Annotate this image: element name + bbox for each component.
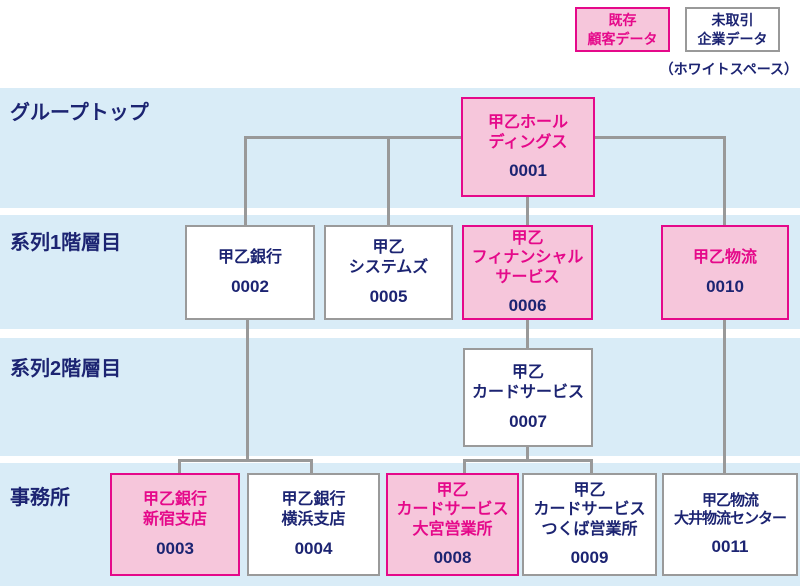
row-label-tier1: 系列1階層目 bbox=[10, 232, 122, 254]
org-node-name: 甲乙銀行 bbox=[217, 249, 282, 267]
org-node-name: 甲乙銀行 新宿支店 bbox=[142, 491, 207, 528]
org-node-0008-omiya-office: 甲乙 カードサービス 大宮営業所 0008 bbox=[386, 473, 519, 576]
connector-line bbox=[723, 320, 726, 473]
org-node-name: 甲乙 カードサービス 大宮営業所 bbox=[396, 481, 509, 538]
org-node-name: 甲乙 フィナンシャル サービス bbox=[471, 229, 584, 286]
org-node-name: 甲乙ホール ディングス bbox=[487, 113, 568, 151]
org-node-name: 甲乙 システムズ bbox=[348, 239, 429, 276]
org-node-0004-yokohama-branch: 甲乙銀行 横浜支店 0004 bbox=[247, 473, 380, 576]
org-node-code: 0007 bbox=[509, 411, 547, 431]
connector-line bbox=[246, 320, 249, 461]
org-node-0005-systems: 甲乙 システムズ 0005 bbox=[324, 225, 453, 320]
connector-line bbox=[526, 197, 529, 225]
connector-line bbox=[244, 136, 461, 139]
org-node-0002-bank: 甲乙銀行 0002 bbox=[185, 225, 315, 320]
org-node-0009-tsukuba-office: 甲乙 カードサービス つくば営業所 0009 bbox=[522, 473, 657, 576]
legend-untraded-company-box: 未取引 企業データ bbox=[685, 7, 780, 52]
org-node-0006-financial-services: 甲乙 フィナンシャル サービス 0006 bbox=[462, 225, 593, 320]
org-node-name: 甲乙物流 bbox=[692, 249, 757, 267]
connector-line bbox=[590, 459, 593, 473]
connector-line bbox=[526, 320, 529, 348]
org-node-0001-holdings: 甲乙ホール ディングス 0001 bbox=[461, 97, 595, 197]
org-node-name: 甲乙物流 大井物流センター bbox=[673, 491, 787, 527]
legend-existing-customer-box: 既存 顧客データ bbox=[575, 7, 670, 52]
org-node-code: 0009 bbox=[570, 548, 609, 568]
band-group-top bbox=[0, 88, 800, 208]
connector-line bbox=[463, 459, 593, 462]
connector-line bbox=[244, 136, 247, 225]
connector-line bbox=[463, 459, 466, 473]
org-node-code: 0008 bbox=[433, 548, 472, 568]
connector-line bbox=[526, 447, 529, 462]
org-node-0003-shinjuku-branch: 甲乙銀行 新宿支店 0003 bbox=[110, 473, 240, 576]
org-node-name: 甲乙銀行 横浜支店 bbox=[281, 491, 346, 528]
row-label-offices: 事務所 bbox=[10, 487, 70, 509]
org-node-name: 甲乙 カードサービス bbox=[471, 364, 584, 401]
row-label-tier2: 系列2階層目 bbox=[10, 358, 122, 380]
band-tier2 bbox=[0, 338, 800, 456]
org-node-0010-logistics: 甲乙物流 0010 bbox=[661, 225, 789, 320]
org-node-code: 0004 bbox=[294, 538, 333, 558]
org-node-code: 0005 bbox=[369, 286, 408, 306]
org-node-0007-card-services: 甲乙 カードサービス 0007 bbox=[463, 348, 593, 447]
connector-line bbox=[178, 459, 313, 462]
org-node-code: 0010 bbox=[706, 276, 744, 296]
org-node-0011-oi-logistics-center: 甲乙物流 大井物流センター 0011 bbox=[662, 473, 798, 576]
connector-line bbox=[178, 459, 181, 473]
org-node-name: 甲乙 カードサービス つくば営業所 bbox=[533, 481, 646, 538]
connector-line bbox=[723, 136, 726, 225]
connector-line bbox=[595, 136, 726, 139]
legend-whitespace-caption: （ホワイトスペース） bbox=[659, 61, 798, 77]
legend-existing-customer-label: 既存 顧客データ bbox=[587, 11, 658, 47]
connector-line bbox=[387, 136, 390, 225]
legend-untraded-company-label: 未取引 企業データ bbox=[697, 11, 768, 47]
org-node-code: 0001 bbox=[509, 161, 547, 181]
org-node-code: 0006 bbox=[508, 296, 547, 316]
org-node-code: 0003 bbox=[156, 538, 194, 558]
connector-line bbox=[310, 459, 313, 473]
org-node-code: 0002 bbox=[231, 276, 269, 296]
org-node-code: 0011 bbox=[711, 537, 749, 557]
row-label-group-top: グループトップ bbox=[10, 102, 149, 124]
